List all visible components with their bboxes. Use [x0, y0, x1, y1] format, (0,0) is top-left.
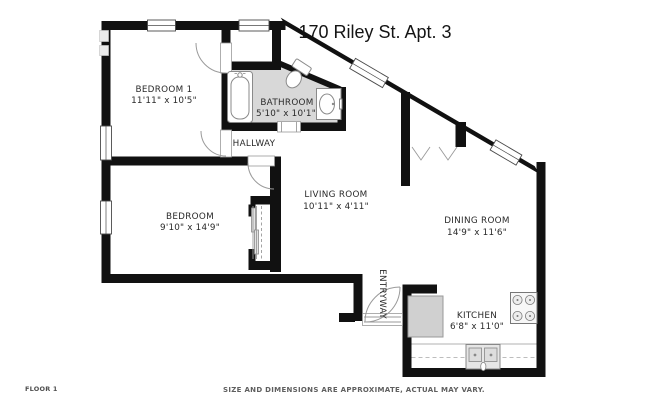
- dining-room-label: DINING ROOM: [444, 216, 510, 226]
- fixtures: [227, 58, 538, 372]
- refrigerator: [407, 295, 444, 338]
- bathtub: [227, 71, 253, 123]
- bedroom1-dims: 11'11" x 10'5": [131, 96, 197, 106]
- kitchen-dims: 6'8" x 11'0": [450, 322, 504, 332]
- exterior-diagonal-wall: [280, 17, 540, 174]
- window-top-bedroom1: [147, 19, 176, 32]
- toilet: [285, 58, 312, 89]
- bathroom-dims: 5'10" x 10'1": [256, 109, 316, 119]
- wall-vent-mark-2: [99, 45, 109, 56]
- dining-closet-bifold-doors: [411, 146, 458, 161]
- entryway-label: ENTRYWAY: [377, 269, 387, 319]
- bathroom-door-opening: [277, 121, 301, 133]
- windows: [99, 19, 523, 235]
- disclaimer-text: SIZE AND DIMENSIONS ARE APPROXIMATE, ACT…: [223, 386, 485, 394]
- floor-label: FLOOR 1: [25, 385, 58, 393]
- bedroom1-door: [200, 129, 232, 158]
- dining-room-dims: 14'9" x 11'6": [447, 228, 507, 238]
- bedroom2-closet-sliding-doors: [251, 206, 262, 259]
- entry-door: [362, 286, 403, 326]
- window-left-bedroom1: [100, 125, 112, 161]
- living-room-label: LIVING ROOM: [304, 190, 367, 200]
- wall-vent-mark-1: [99, 30, 109, 42]
- bedroom1-closet-door: [195, 42, 232, 74]
- window-left-bedroom2: [100, 200, 112, 235]
- stove: [510, 292, 538, 324]
- bedroom2-door: [247, 155, 275, 190]
- bedroom2-dims: 9'10" x 14'9": [160, 223, 220, 233]
- bedroom2-label: BEDROOM: [166, 212, 214, 222]
- window-top-closet: [238, 19, 270, 32]
- hallway-label: HALLWAY: [233, 139, 276, 149]
- bathroom-label: BATHROOM: [260, 98, 313, 108]
- bathroom-sink: [316, 88, 343, 120]
- window-diagonal-2: [489, 139, 523, 166]
- doors: [195, 42, 458, 326]
- bedroom1-label: BEDROOM 1: [135, 85, 192, 95]
- bathroom-diagonal-wall: [274, 58, 345, 95]
- living-room-dims: 10'11" x 4'11": [303, 202, 369, 212]
- bathroom-floor: [226, 65, 343, 123]
- kitchen-label: KITCHEN: [457, 311, 497, 321]
- plan-title: 170 Riley St. Apt. 3: [298, 22, 451, 42]
- footer: FLOOR 1 SIZE AND DIMENSIONS ARE APPROXIM…: [25, 385, 485, 394]
- kitchen-sink: [465, 344, 501, 372]
- window-diagonal-1: [349, 57, 389, 89]
- labels: 170 Riley St. Apt. 3 BEDROOM 1 11'11" x …: [131, 22, 510, 332]
